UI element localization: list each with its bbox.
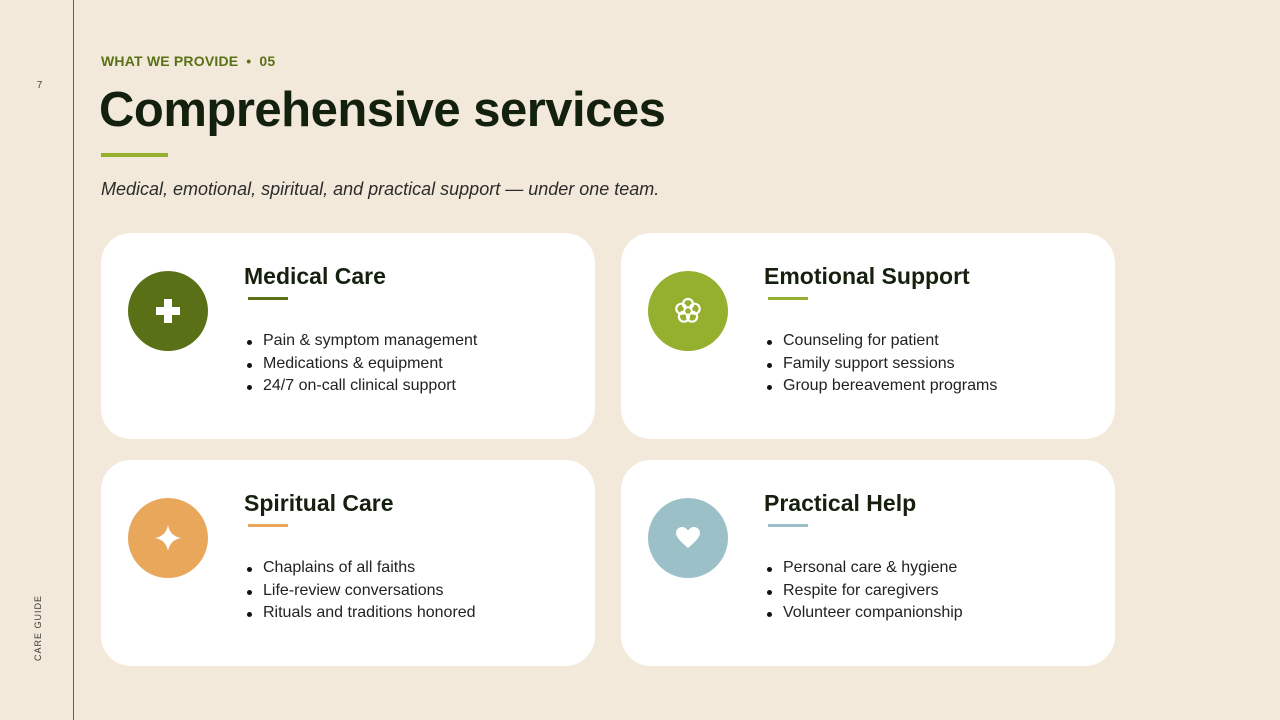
flower-icon [648,271,728,351]
bullet-list: Counseling for patient Family support se… [764,330,997,398]
card-title-underline [248,524,288,527]
card-title-underline [248,297,288,300]
heart-icon [648,498,728,578]
list-item: Life-review conversations [244,580,476,603]
list-item: Medications & equipment [244,353,477,376]
list-item: Pain & symptom management [244,330,477,353]
eyebrow: WHAT WE PROVIDE • 05 [101,53,275,69]
list-item: Group bereavement programs [764,375,997,398]
list-item: Personal care & hygiene [764,557,963,580]
list-item: Chaplains of all faiths [244,557,476,580]
service-card-practical-help: Practical Help Personal care & hygiene R… [621,460,1115,666]
list-item: Counseling for patient [764,330,997,353]
bullet-list: Personal care & hygiene Respite for care… [764,557,963,625]
service-card-spiritual-care: Spiritual Care Chaplains of all faiths L… [101,460,595,666]
page-number: 7 [36,80,43,91]
list-item: Respite for caregivers [764,580,963,603]
bullet-list: Chaplains of all faiths Life-review conv… [244,557,476,625]
left-rail [0,0,74,720]
card-title-underline [768,524,808,527]
side-label: CARE GUIDE [33,594,43,662]
service-card-medical-care: Medical Care Pain & symptom management M… [101,233,595,439]
bullet-list: Pain & symptom management Medications & … [244,330,477,398]
card-title: Practical Help [764,490,917,516]
card-title: Medical Care [244,263,386,289]
eyebrow-number: 05 [259,53,276,69]
list-item: Rituals and traditions honored [244,602,476,625]
sparkle-icon [128,498,208,578]
eyebrow-separator: • [246,53,252,69]
list-item: Family support sessions [764,353,997,376]
service-card-emotional-support: Emotional Support Counseling for patient… [621,233,1115,439]
card-title: Emotional Support [764,263,970,289]
list-item: Volunteer companionship [764,602,963,625]
list-item: 24/7 on-call clinical support [244,375,477,398]
page-title: Comprehensive services [99,83,666,137]
title-underline [101,153,168,157]
medical-cross-icon [128,271,208,351]
card-title: Spiritual Care [244,490,394,516]
eyebrow-section: WHAT WE PROVIDE [101,53,239,69]
page-subtitle: Medical, emotional, spiritual, and pract… [101,179,660,199]
card-title-underline [768,297,808,300]
